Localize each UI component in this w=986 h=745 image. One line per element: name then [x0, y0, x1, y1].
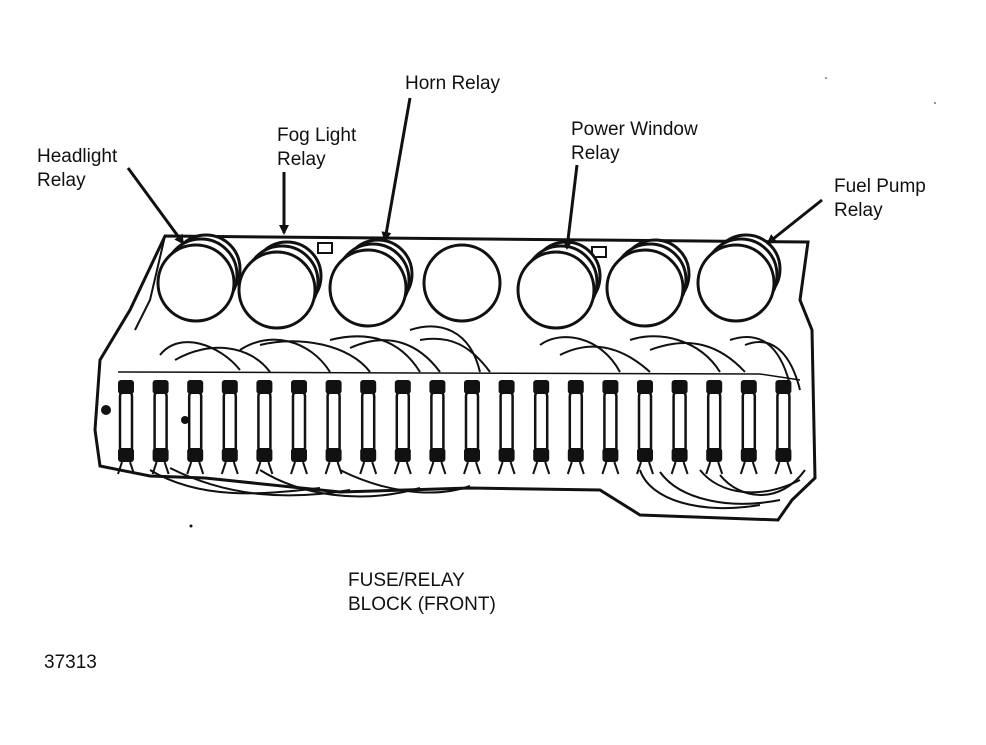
fuse — [601, 380, 620, 475]
fuse — [497, 380, 516, 475]
fuse — [393, 380, 412, 475]
label-line: Fuel Pump — [834, 176, 926, 197]
block-top-edge — [134, 235, 166, 331]
mount-screw — [101, 405, 111, 415]
fuse — [566, 380, 585, 475]
fuse — [463, 380, 481, 475]
power-window-relay-label: Power Window Relay — [571, 118, 698, 166]
fuse — [636, 380, 654, 475]
arrow-headlight — [126, 167, 185, 245]
scan-speck — [189, 524, 193, 528]
relay-wiring — [159, 325, 801, 391]
fuse — [117, 380, 135, 475]
block-inner-edge — [117, 371, 801, 381]
fuse — [186, 380, 205, 475]
block-tab — [317, 242, 333, 254]
label-line: Relay — [277, 149, 326, 170]
fuse — [220, 380, 239, 475]
fuse — [739, 380, 758, 475]
fuse — [324, 380, 343, 475]
fuse — [774, 380, 793, 475]
fuse — [290, 380, 308, 475]
label-arrows — [126, 97, 823, 250]
mount-screw — [181, 416, 189, 424]
fuse — [255, 380, 274, 475]
label-line: Fog Light — [277, 125, 357, 146]
scan-speck — [825, 77, 827, 79]
scan-speck — [934, 102, 936, 104]
fuse — [359, 380, 378, 475]
label-line: Headlight — [37, 146, 118, 167]
fuse — [532, 380, 551, 475]
fuel-pump-relay-label: Fuel Pump Relay — [834, 175, 926, 223]
relay-group — [156, 233, 782, 330]
arrow-fuel-pump — [766, 198, 823, 245]
fuse — [428, 380, 447, 475]
fuse — [705, 380, 724, 475]
headlight-relay-label: Headlight Relay — [37, 145, 117, 193]
caption-line: FUSE/RELAY — [348, 570, 465, 591]
caption-line: BLOCK (FRONT) — [348, 594, 496, 615]
label-line: Relay — [834, 200, 883, 221]
fog-light-relay-label: Fog Light Relay — [277, 124, 356, 172]
relay — [156, 233, 242, 323]
fuse — [670, 380, 689, 475]
relay — [696, 233, 782, 323]
fuse — [151, 380, 170, 475]
fuse-group — [117, 380, 793, 475]
relay — [422, 243, 502, 323]
horn-relay-label: Horn Relay — [405, 72, 500, 96]
label-line: Relay — [37, 170, 86, 191]
relay — [328, 238, 414, 328]
label-line: Horn Relay — [405, 73, 501, 94]
figure-number: 37313 — [44, 652, 97, 673]
diagram-caption: FUSE/RELAY BLOCK (FRONT) — [348, 569, 496, 617]
relay — [605, 238, 691, 328]
label-line: Relay — [571, 143, 620, 164]
lower-wiring — [149, 467, 806, 510]
arrow-horn — [381, 97, 412, 242]
label-line: Power Window — [571, 119, 698, 140]
relay — [237, 240, 323, 330]
relay — [516, 240, 602, 330]
arrow-power-window — [562, 164, 579, 250]
